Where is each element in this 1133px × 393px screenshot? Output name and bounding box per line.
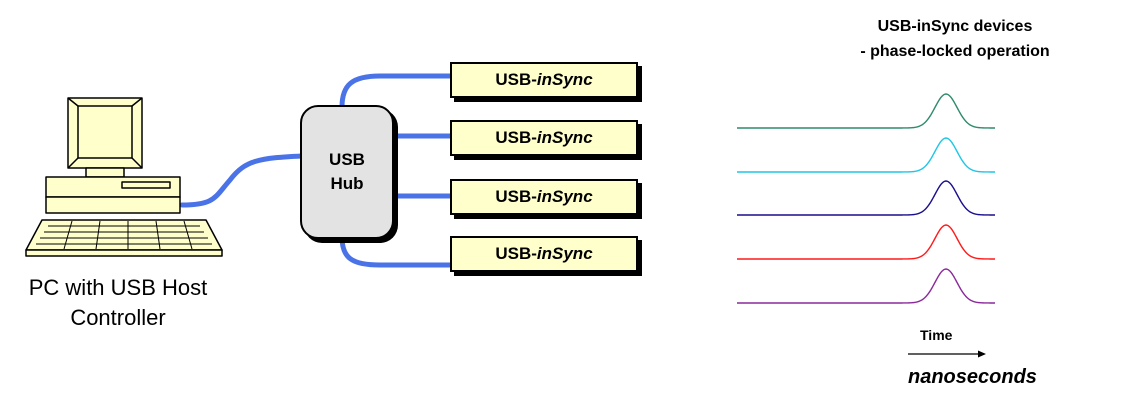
chart-title-line2: - phase-locked operation xyxy=(860,43,1050,60)
pulse-traces xyxy=(737,93,995,304)
time-arrow-icon xyxy=(908,350,986,358)
device-prefix: USB- xyxy=(495,187,537,206)
usb-insync-device-3: USB-inSync xyxy=(450,179,638,215)
usb-hub: USB Hub xyxy=(300,105,394,239)
cable-hub-to-device-4 xyxy=(339,234,459,268)
x-axis-label: Time xyxy=(920,327,953,343)
device-prefix: USB- xyxy=(495,244,537,263)
hub-label-line1: USB xyxy=(329,150,365,169)
device-name: inSync xyxy=(536,70,593,89)
chart-title-line1: USB-inSync devices xyxy=(877,18,1033,35)
usb-insync-device-1: USB-inSync xyxy=(450,62,638,98)
pc-caption-line1: PC with USB Host xyxy=(28,275,208,300)
cable-hub-to-device-1 xyxy=(339,73,459,110)
pc-caption-line2: Controller xyxy=(70,305,166,330)
usb-cables xyxy=(179,73,459,268)
time-unit-label: nanoseconds xyxy=(908,366,1037,388)
usb-insync-device-2: USB-inSync xyxy=(450,120,638,156)
pc-caption: PC with USB Host Controller xyxy=(0,273,236,333)
usb-insync-device-4: USB-inSync xyxy=(450,236,638,272)
device-prefix: USB- xyxy=(495,128,537,147)
pulse-trace-4 xyxy=(737,224,995,260)
pc-computer-icon xyxy=(25,97,223,257)
cable-pc-to-hub xyxy=(179,153,305,208)
device-name: inSync xyxy=(536,187,593,206)
pulse-trace-5 xyxy=(737,268,995,304)
hub-label-line2: Hub xyxy=(330,174,364,193)
device-name: inSync xyxy=(536,128,593,147)
device-name: inSync xyxy=(536,244,593,263)
pulse-trace-2 xyxy=(737,137,995,173)
device-prefix: USB- xyxy=(495,70,537,89)
pulse-trace-3 xyxy=(737,180,995,216)
chart-title: USB-inSync devices - phase-locked operat… xyxy=(820,14,1090,64)
pulse-trace-1 xyxy=(737,93,995,129)
